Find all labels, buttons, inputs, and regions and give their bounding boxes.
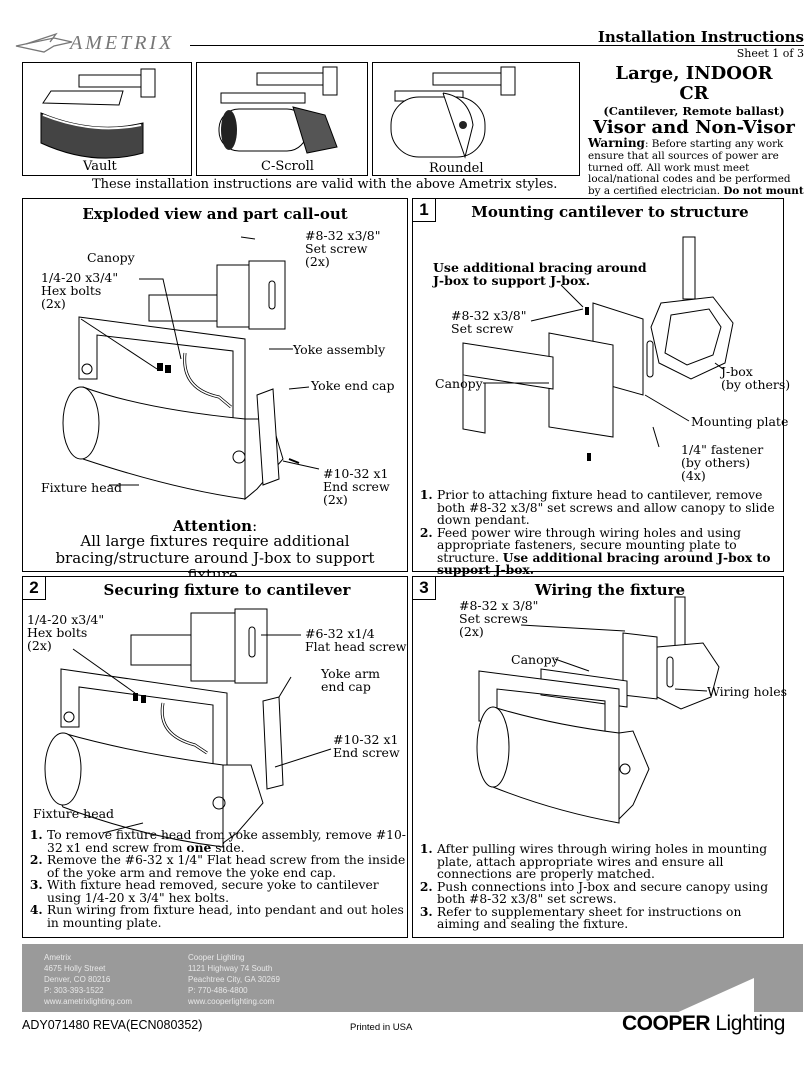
wiring-illustration	[476, 596, 720, 824]
callout-hexbolts: 1/4-20 x3/4" Hex bolts (2x)	[27, 612, 105, 653]
callout-jbox: J-box (by others)	[721, 364, 791, 392]
ametrix-logo: AMETRIX	[14, 28, 184, 56]
cooper-address: Cooper Lighting 1121 Highway 74 South Pe…	[188, 953, 280, 1006]
instruction-item: Prior to attaching fixture head to canti…	[437, 489, 785, 527]
document-number: ADY071480 REVA(ECN080352)	[22, 1018, 203, 1032]
product-line-1: Large, INDOOR	[615, 63, 773, 84]
styles-note: These installation instructions are vali…	[92, 177, 558, 192]
callout-fixture-head: Fixture head	[33, 806, 115, 821]
callout-setscrew: #8-32 x3/8" Set screw (2x)	[305, 228, 381, 269]
callout-fastener: 1/4" fastener (by others) (4x)	[681, 442, 764, 483]
header-rule	[190, 45, 804, 46]
panel-step-3: 3 Wiring the fixture #8-32 x 3/8" Set sc…	[412, 576, 788, 938]
callout-yoke: Yoke assembly	[293, 342, 386, 357]
sheet-number: Sheet 1 of 3	[736, 47, 804, 60]
document-title: Installation Instructions	[597, 28, 804, 46]
callout-flat-head-screw: #6-32 x1/4 Flat head screw	[305, 626, 407, 654]
product-title-block: Large, INDOOR CR (Cantilever, Remote bal…	[584, 64, 804, 138]
callout-mounting-plate: Mounting plate	[691, 414, 789, 429]
instruction-item: Feed power wire through wiring holes and…	[437, 526, 785, 577]
ametrix-address: Ametrix 4675 Holly Street Denver, CO 802…	[44, 953, 133, 1006]
step-2-instructions: To remove fixture head from yoke assembl…	[27, 829, 407, 929]
callout-endcap: Yoke end cap	[311, 378, 395, 393]
style-roundel: Roundel	[372, 62, 580, 176]
callout-setscrews: #8-32 x 3/8" Set screws (2x)	[459, 598, 539, 639]
step-number: 3	[413, 577, 436, 600]
panel-title: Mounting cantilever to structure	[471, 203, 749, 221]
style-cscroll: C-Scroll	[196, 62, 368, 176]
cscroll-illustration	[218, 66, 338, 154]
panel-exploded-view: Exploded view and part call-out #8-32 x3…	[22, 198, 408, 584]
panel-step-2: 2 Securing fixture to cantilever 1/4-20 …	[22, 576, 408, 938]
callout-hexbolts: 1/4-20 x3/4" Hex bolts (2x)	[41, 270, 119, 311]
style-label: C-Scroll	[261, 159, 314, 174]
instruction-item: With fixture head removed, secure yoke t…	[47, 879, 407, 904]
product-line-3: (Cantilever, Remote ballast)	[603, 104, 785, 118]
callout-canopy: Canopy	[435, 376, 483, 391]
style-label: Roundel	[429, 161, 484, 176]
footer-band: Ametrix 4675 Holly Street Denver, CO 802…	[22, 944, 803, 1014]
instruction-item: Push connections into J-box and secure c…	[437, 880, 787, 906]
roundel-illustration	[390, 66, 516, 159]
callout-yoke-arm-cap: Yoke arm end cap	[321, 666, 380, 694]
instruction-item: Remove the #6-32 x 1/4" Flat head screw …	[47, 854, 407, 879]
style-label: Vault	[83, 159, 117, 174]
callout-endscrew: #10-32 x1 End screw	[333, 732, 400, 760]
ametrix-wordmark: AMETRIX	[70, 32, 175, 54]
instruction-item: To remove fixture head from yoke assembl…	[47, 829, 407, 854]
exploded-illustration	[62, 236, 320, 501]
panel-title: Securing fixture to cantilever	[103, 581, 351, 599]
product-line-4: Visor and Non-Visor	[593, 117, 795, 138]
instruction-item: Run wiring from fixture head, into penda…	[47, 904, 407, 929]
callout-endscrew: #10-32 x1 End screw (2x)	[323, 466, 390, 507]
callout-setscrew: #8-32 x3/8" Set screw	[451, 308, 527, 336]
step-number: 2	[23, 577, 46, 600]
instruction-item: Refer to supplementary sheet for instruc…	[437, 905, 787, 931]
warning-label: Warning	[588, 136, 645, 150]
style-vault: Vault	[22, 62, 192, 176]
callout-canopy: Canopy	[511, 652, 559, 667]
mounting-illustration	[462, 236, 734, 461]
panel-step-1: 1 Mounting cantilever to structure Use a…	[412, 198, 790, 576]
callout-wiring-holes: Wiring holes	[707, 684, 788, 699]
cooper-lighting-logo: COOPER Lighting	[622, 1012, 785, 1035]
step-3-instructions: After pulling wires through wiring holes…	[417, 843, 787, 931]
printed-in: Printed in USA	[350, 1022, 413, 1033]
product-line-2: CR	[679, 83, 709, 104]
securing-illustration	[44, 608, 332, 848]
vault-illustration	[40, 68, 156, 159]
panel-title: Exploded view and part call-out	[82, 205, 348, 223]
callout-canopy: Canopy	[87, 250, 135, 265]
attention-heading: Attention:	[172, 517, 258, 535]
step-1-instructions: Prior to attaching fixture head to canti…	[417, 489, 785, 577]
cooper-logo-mark	[674, 978, 754, 1014]
instruction-item: After pulling wires through wiring holes…	[437, 843, 787, 881]
panel-title: Wiring the fixture	[534, 581, 686, 599]
callout-bracing: Use additional bracing around J-box to s…	[433, 260, 647, 288]
callout-fixture-head: Fixture head	[41, 480, 123, 495]
step-number: 1	[413, 199, 436, 222]
